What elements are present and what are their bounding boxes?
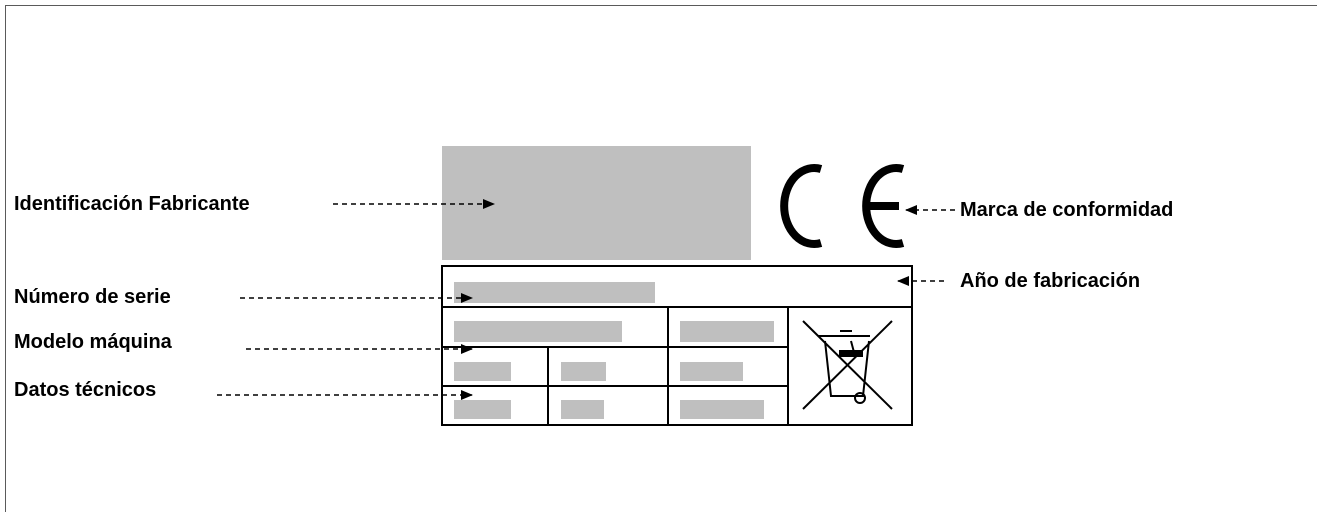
- technical-field-4: [454, 400, 511, 419]
- label-serial-number: Número de serie: [14, 286, 171, 308]
- leader-lines: [217, 199, 955, 400]
- crossed-out-wheelie-bin-icon: [802, 320, 893, 410]
- label-conformity-mark: Marca de conformidad: [960, 199, 1174, 221]
- manufacturer-logo-area: [442, 146, 751, 260]
- ce-mark-icon: [780, 164, 905, 248]
- label-manufacturer-id: Identificación Fabricante: [14, 193, 250, 215]
- technical-field-5: [561, 400, 604, 419]
- label-manufacture-year: Año de fabricación: [960, 270, 1141, 292]
- label-technical-data: Datos técnicos: [14, 379, 157, 401]
- nameplate-fields: [454, 282, 774, 419]
- label-machine-model: Modelo máquina: [14, 331, 172, 353]
- model-field: [454, 321, 622, 342]
- technical-field-2: [561, 362, 606, 381]
- technical-field-6: [680, 400, 764, 419]
- technical-field-3: [680, 362, 743, 381]
- model-value-field: [680, 321, 774, 342]
- nameplate-table: [441, 265, 913, 426]
- diagram-frame: [5, 5, 1317, 512]
- serial-number-field: [454, 282, 655, 303]
- technical-field-1: [454, 362, 511, 381]
